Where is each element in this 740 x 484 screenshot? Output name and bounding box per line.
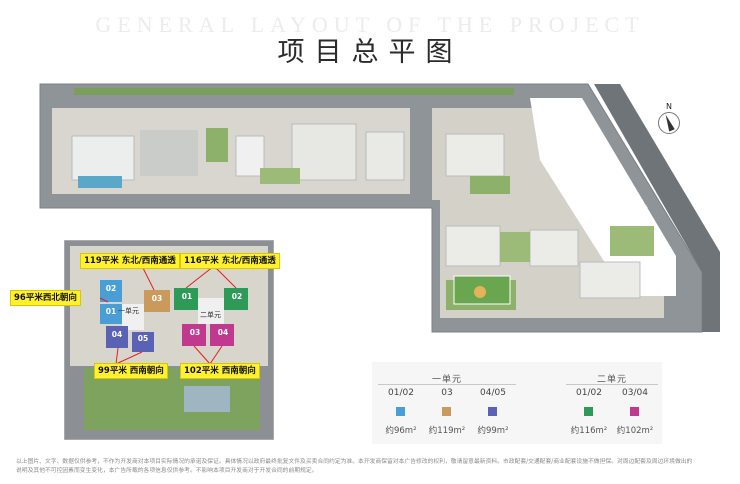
building-block (235, 135, 265, 177)
unit2-apt-03 (182, 324, 206, 346)
building-block (291, 123, 357, 181)
disclaimer-footnote: 以上图片、文字、数据仅供参考，不作为开发商对本项目实际情况的承诺及保证。具体情况… (16, 459, 693, 474)
legend-code: 03 (441, 388, 453, 398)
legend-code: 01/02 (576, 388, 602, 398)
unit-plan-inset (64, 240, 274, 440)
apt-number: 02 (105, 284, 117, 293)
callout-99: 99平米 西南朝向 (94, 363, 168, 379)
green-patch (260, 168, 300, 184)
page-title: 项目总平图 (277, 37, 463, 68)
east-road (594, 84, 720, 332)
unit2-apt-04 (210, 324, 234, 346)
building-block (365, 131, 405, 181)
building-block (579, 261, 641, 299)
sports-court (78, 176, 122, 188)
legend-code: 03/04 (622, 388, 648, 398)
legend-code: 01/02 (388, 388, 414, 398)
callout-96: 96平米西北朝向 (10, 290, 81, 306)
legend-swatch (584, 407, 593, 416)
callout-102: 102平米 西南朝向 (180, 363, 260, 379)
unit2-label: 二单元 (200, 311, 221, 319)
unit1-label: 一单元 (118, 307, 139, 315)
apt-number: 01 (181, 292, 193, 301)
apt-number: 02 (231, 292, 243, 301)
legend-area: 约96m² (385, 426, 417, 436)
legend-swatch (488, 407, 497, 416)
leader-line (99, 297, 109, 303)
apt-number: 03 (151, 294, 163, 303)
leader-line (213, 265, 237, 289)
apt-number: 04 (111, 330, 123, 339)
legend-area: 约119m² (428, 426, 466, 436)
building-block (445, 225, 501, 267)
leader-line (115, 347, 119, 365)
green-patch (500, 232, 530, 262)
playground-feature (474, 286, 486, 298)
leader-line (115, 351, 143, 365)
north-arrow-icon (658, 112, 680, 134)
building-block (71, 135, 135, 181)
building-block (140, 130, 198, 176)
legend-area: 约102m² (616, 426, 654, 436)
callout-119: 119平米 东北/西南通透 (80, 253, 180, 269)
legend-unit1-title: 一单元 (431, 375, 462, 385)
leader-line (185, 265, 215, 289)
legend-divider (566, 384, 658, 385)
unit2-apt-02 (224, 288, 248, 310)
unit1-core (122, 304, 144, 330)
apt-number: 05 (137, 334, 149, 343)
callout-116: 116平米 东北/西南通透 (180, 253, 280, 269)
inset-pool (184, 386, 230, 412)
leader-line (141, 265, 155, 291)
legend-area: 约99m² (477, 426, 509, 436)
unit1-apt-02 (100, 280, 122, 302)
unit1-apt-04 (106, 326, 128, 348)
apt-number: 01 (105, 307, 117, 316)
leader-line (209, 345, 223, 365)
north-green-strip (74, 88, 514, 95)
legend-code: 04/05 (480, 388, 506, 398)
north-letter: N (666, 102, 672, 111)
unit2-apt-01 (174, 288, 198, 310)
building-block (529, 229, 579, 267)
unit1-apt-05 (132, 332, 154, 352)
apt-number: 04 (217, 328, 229, 337)
legend-swatch (630, 407, 639, 416)
unit1-apt-01 (100, 304, 122, 324)
unit1-apt-03 (144, 290, 170, 312)
green-patch (610, 226, 654, 256)
legend-swatch (442, 407, 451, 416)
leader-line (193, 345, 211, 365)
building-block (445, 133, 505, 177)
green-patch (470, 176, 510, 194)
north-compass: N (656, 102, 682, 134)
legend-divider (378, 384, 516, 385)
legend-swatch (396, 407, 405, 416)
unit-legend (372, 362, 662, 444)
legend-area: 约116m² (570, 426, 608, 436)
green-patch (206, 128, 228, 162)
header-watermark: GENERAL LAYOUT OF THE PROJECT (95, 12, 645, 37)
legend-unit2-title: 二单元 (596, 375, 627, 385)
unit2-core (198, 298, 224, 324)
apt-number: 03 (189, 328, 201, 337)
